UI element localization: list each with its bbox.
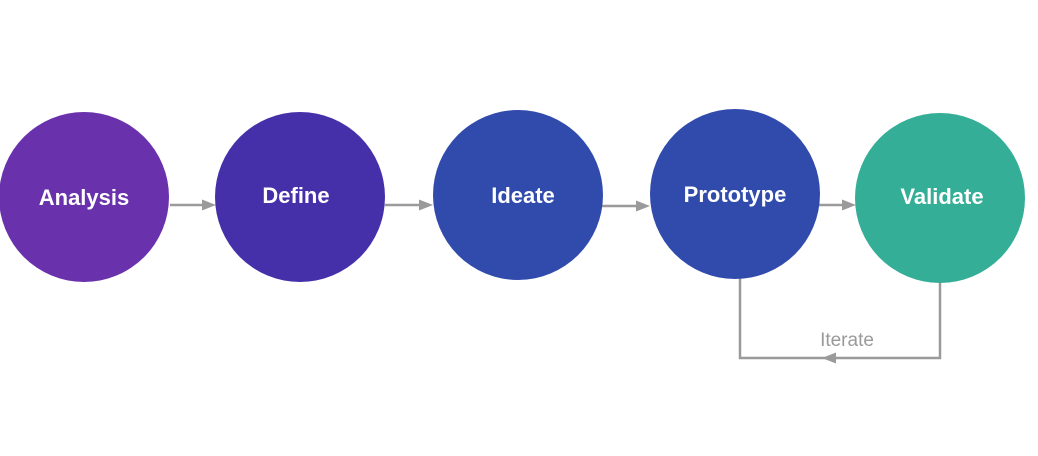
iterate-label: Iterate [820,330,874,351]
stage-prototype-circle [650,109,820,279]
stage-analysis-label: Analysis [39,185,130,210]
arrowhead-ideate [419,199,433,211]
stage-prototype-label: Prototype [684,182,787,207]
stage-ideate-circle [433,110,603,280]
stage-prototype: Prototype [650,109,820,279]
stage-define-label: Define [262,183,329,208]
forward-connectors [170,199,856,212]
stage-validate: Validate [855,113,1025,283]
arrowhead-define [202,199,216,211]
stage-validate-label: Validate [900,184,983,209]
arrowhead-validate [842,199,856,211]
stage-define-circle [215,112,385,282]
stage-analysis: Analysis [0,112,169,282]
iterate-loop-arrowhead [822,352,836,364]
arrowhead-prototype [636,200,650,212]
iterate-loop: Iterate [738,278,942,364]
stage-ideate-label: Ideate [491,183,555,208]
stage-validate-circle [855,113,1025,283]
stage-ideate: Ideate [433,110,603,280]
stage-define: Define [215,112,385,282]
stage-analysis-circle [0,112,169,282]
iterate-loop-line [738,278,942,360]
